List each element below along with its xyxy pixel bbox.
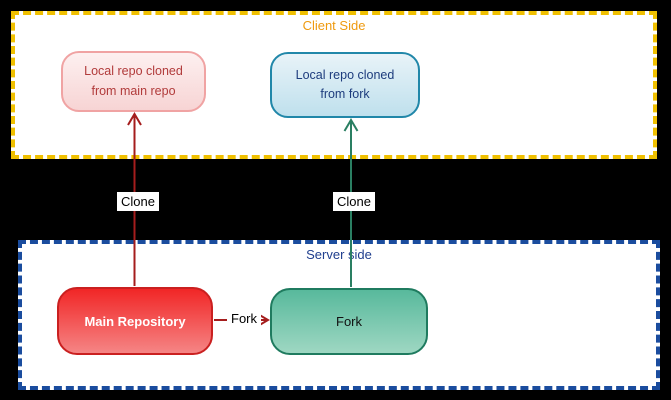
node-fork-label: Fork [336, 314, 362, 329]
node-main-repository: Main Repository [57, 287, 213, 355]
node-local-repo-fork-label: Local repo cloned from fork [295, 67, 395, 101]
node-local-repo-main-label: Local repo cloned from main repo [84, 64, 183, 98]
node-fork: Fork [270, 288, 428, 355]
clone-fork-edge-label: Clone [333, 192, 375, 211]
server-side-title: Server side [306, 247, 372, 262]
node-main-repository-label: Main Repository [84, 313, 186, 329]
clone-main-edge-label: Clone [117, 192, 159, 211]
client-side-title: Client Side [302, 18, 366, 33]
fork-edge-label: Fork [227, 309, 261, 328]
node-local-repo-fork: Local repo cloned from fork [270, 52, 420, 118]
node-local-repo-main: Local repo cloned from main repo [61, 51, 206, 112]
